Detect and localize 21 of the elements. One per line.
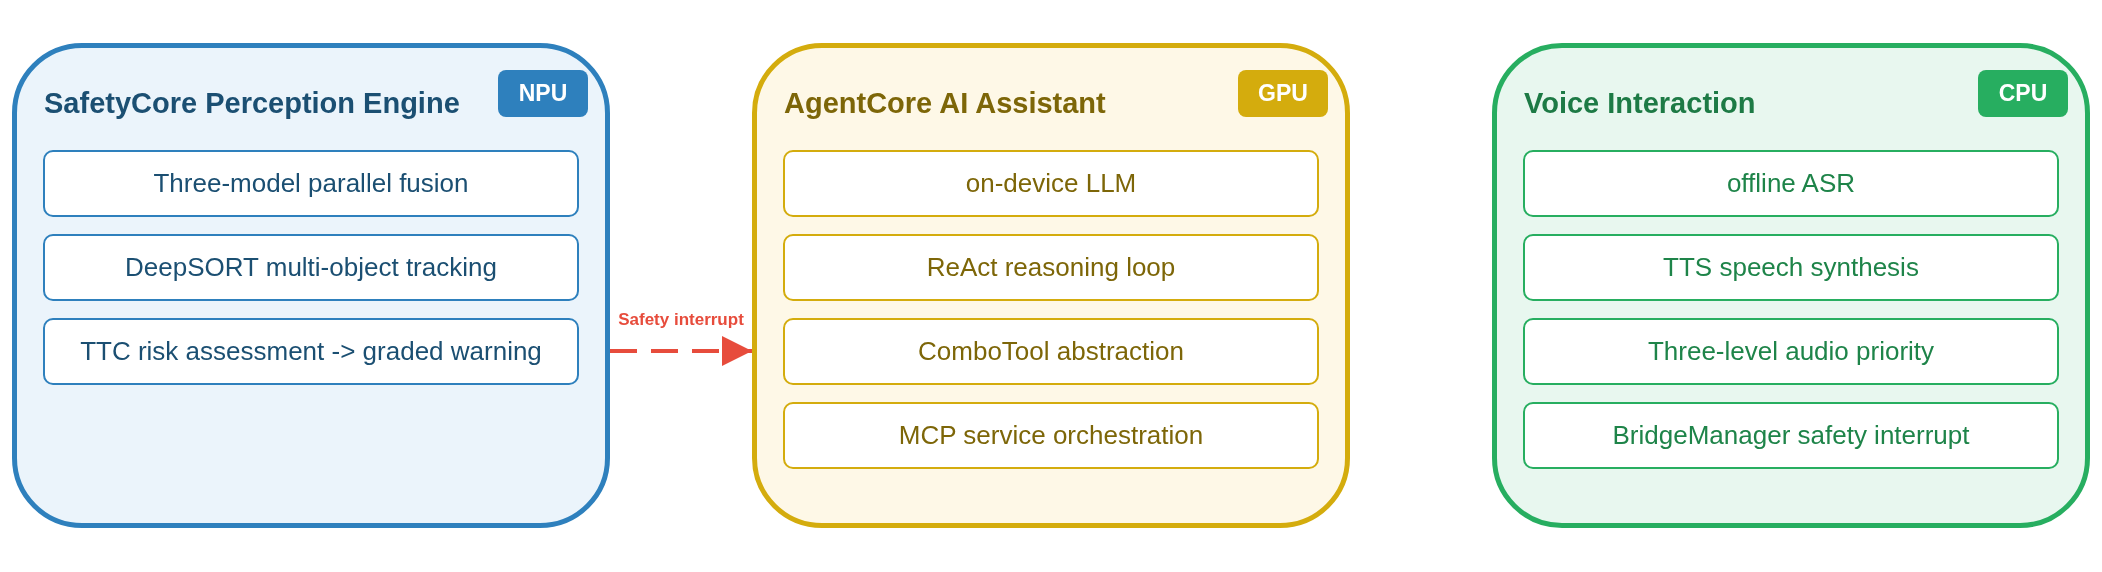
panel-title: AgentCore AI Assistant xyxy=(784,86,1106,121)
module-panel xyxy=(1492,43,2090,528)
panel-title: SafetyCore Perception Engine xyxy=(44,86,460,121)
processor-badge: GPU xyxy=(1238,70,1328,117)
feature-box: TTS speech synthesis xyxy=(1523,234,2059,301)
feature-box: on-device LLM xyxy=(783,150,1319,217)
feature-box: ComboTool abstraction xyxy=(783,318,1319,385)
feature-box: DeepSORT multi-object tracking xyxy=(43,234,579,301)
feature-box: Three-level audio priority xyxy=(1523,318,2059,385)
feature-box: MCP service orchestration xyxy=(783,402,1319,469)
feature-box: TTC risk assessment -> graded warning xyxy=(43,318,579,385)
dashed-arrow xyxy=(610,336,752,366)
module-panel xyxy=(752,43,1350,528)
feature-box: offline ASR xyxy=(1523,150,2059,217)
feature-box: ReAct reasoning loop xyxy=(783,234,1319,301)
feature-box: Three-model parallel fusion xyxy=(43,150,579,217)
processor-badge: CPU xyxy=(1978,70,2068,117)
module-panel xyxy=(12,43,610,528)
processor-badge: NPU xyxy=(498,70,588,117)
panel-title: Voice Interaction xyxy=(1524,86,1756,121)
feature-box: BridgeManager safety interrupt xyxy=(1523,402,2059,469)
